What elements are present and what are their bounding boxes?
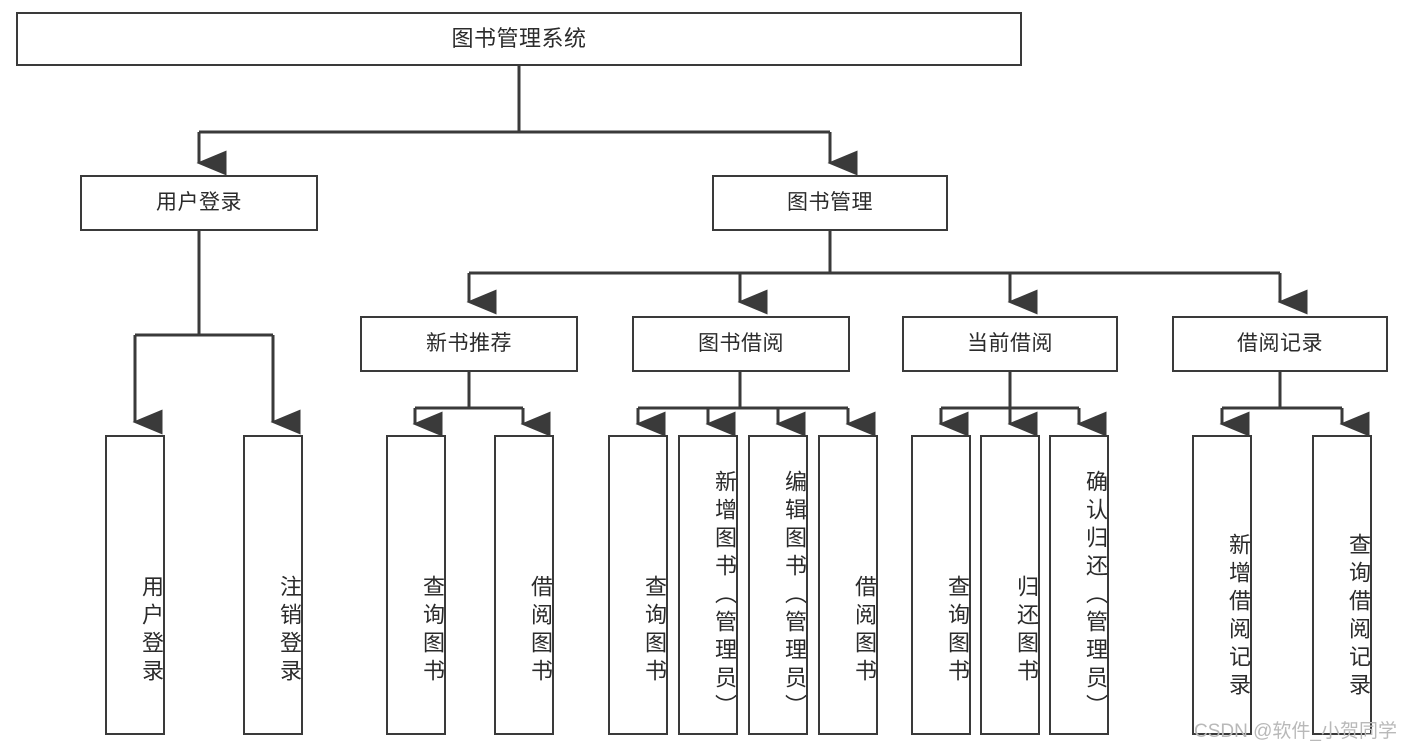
node-label: 查询图书: [420, 575, 445, 687]
node-user-login[interactable]: 用户登录: [80, 175, 318, 231]
node-root-system[interactable]: 图书管理系统: [16, 12, 1022, 66]
leaf-borrow-book-new[interactable]: 借阅图书: [494, 435, 554, 735]
node-book-manage[interactable]: 图书管理: [712, 175, 948, 231]
node-book-borrow[interactable]: 图书借阅: [632, 316, 850, 372]
leaf-query-book-borrow[interactable]: 查询图书: [608, 435, 668, 735]
node-label: 图书管理系统: [451, 25, 587, 51]
node-label: 新书推荐: [426, 332, 512, 356]
csdn-watermark: CSDN @软件_小贺同学: [1194, 721, 1397, 742]
leaf-query-book-current[interactable]: 查询图书: [911, 435, 971, 735]
leaf-logout-login[interactable]: 注销登录: [243, 435, 303, 735]
node-label: 图书管理: [787, 191, 873, 215]
node-label: 借阅记录: [1237, 332, 1323, 356]
node-label: 新增借阅记录: [1226, 533, 1251, 701]
leaf-user-login[interactable]: 用户登录: [105, 435, 165, 735]
leaf-borrow-book-borrow[interactable]: 借阅图书: [818, 435, 878, 735]
node-label: 用户登录: [139, 575, 164, 687]
node-label: 用户登录: [156, 191, 242, 215]
node-label: 借阅图书: [528, 575, 553, 687]
node-label: 注销登录: [277, 575, 302, 687]
node-label: 确认归还（管理员）: [1083, 470, 1108, 722]
node-current-borrow[interactable]: 当前借阅: [902, 316, 1118, 372]
leaf-edit-book-admin[interactable]: 编辑图书（管理员）: [748, 435, 808, 735]
node-label: 图书借阅: [698, 332, 784, 356]
node-label: 当前借阅: [967, 332, 1053, 356]
leaf-query-book-new[interactable]: 查询图书: [386, 435, 446, 735]
leaf-return-book[interactable]: 归还图书: [980, 435, 1040, 735]
leaf-confirm-return-admin[interactable]: 确认归还（管理员）: [1049, 435, 1109, 735]
leaf-add-book-admin[interactable]: 新增图书（管理员）: [678, 435, 738, 735]
node-new-book-rec[interactable]: 新书推荐: [360, 316, 578, 372]
node-label: 查询图书: [642, 575, 667, 687]
node-label: 编辑图书（管理员）: [782, 470, 807, 722]
node-label: 查询图书: [945, 575, 970, 687]
leaf-query-borrow-record[interactable]: 查询借阅记录: [1312, 435, 1372, 735]
node-borrow-record[interactable]: 借阅记录: [1172, 316, 1388, 372]
node-label: 借阅图书: [852, 575, 877, 687]
node-label: 新增图书（管理员）: [712, 470, 737, 722]
node-label: 查询借阅记录: [1346, 533, 1371, 701]
leaf-add-borrow-record[interactable]: 新增借阅记录: [1192, 435, 1252, 735]
node-label: 归还图书: [1014, 575, 1039, 687]
